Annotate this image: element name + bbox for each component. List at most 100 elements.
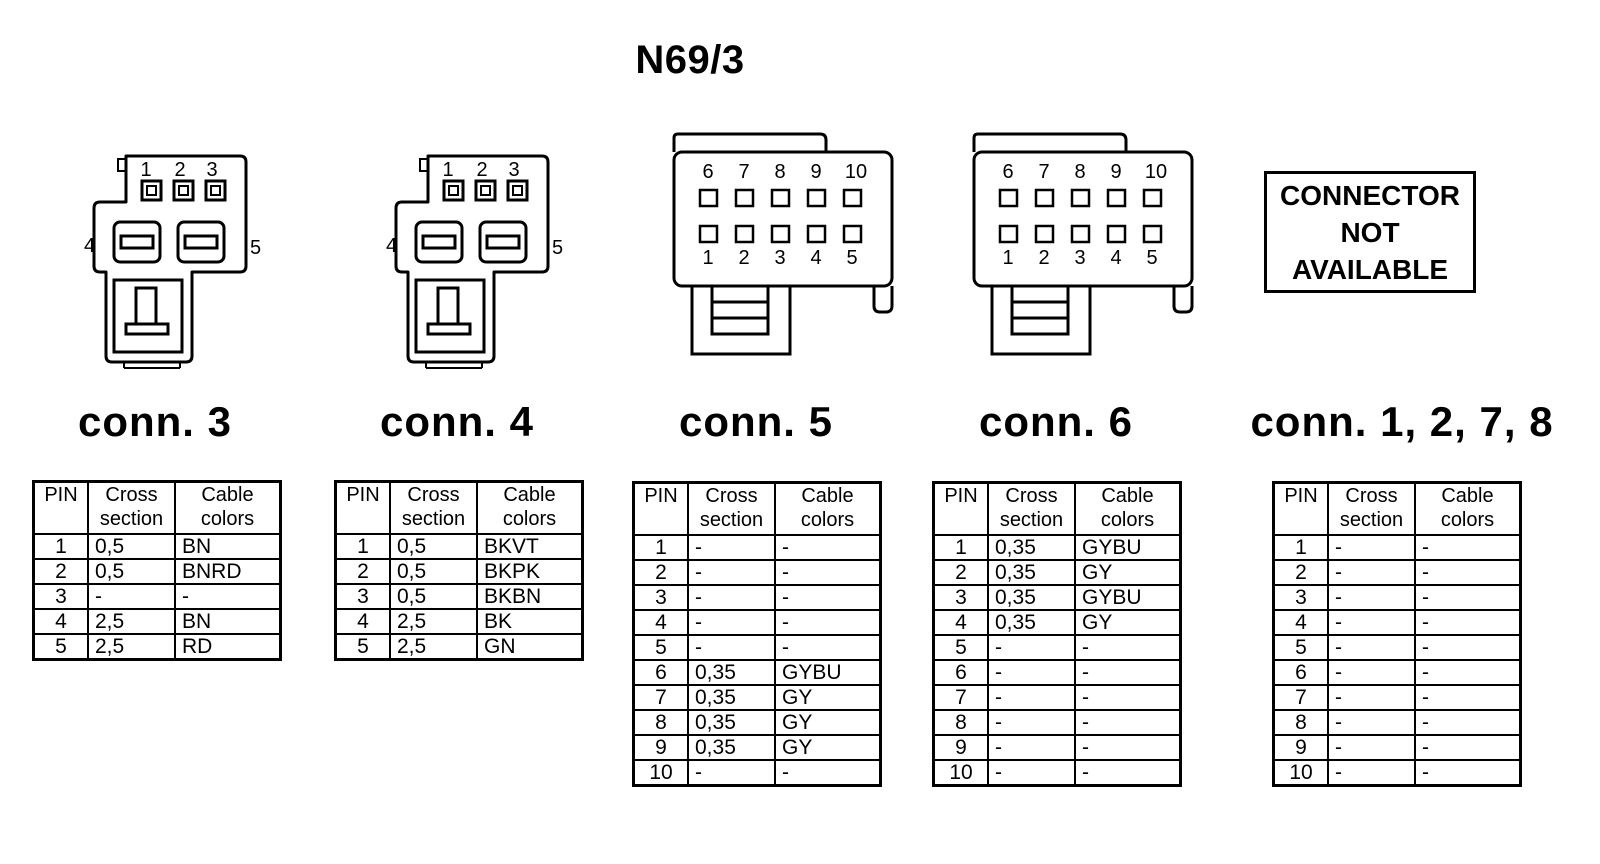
cable-color-cell: - [174,583,281,609]
pin-label: 5 [846,247,857,269]
cable-color-cell: GN [476,633,583,660]
cable-color-cell: - [1414,535,1521,560]
cable-color-cell: - [1074,634,1181,660]
pin-number-cell: 7 [933,684,988,710]
pin-label: 1 [1002,247,1013,269]
cross-section-cell: - [987,709,1075,735]
table-row: 4-- [633,609,881,635]
cable-color-cell: GYBU [1074,535,1181,560]
cable-color-cell: - [1414,759,1521,786]
column-header: Cross section [987,482,1075,536]
cross-section-cell: - [1327,734,1415,760]
pin-number-cell: 4 [335,608,390,634]
cable-color-cell: GY [774,709,881,735]
cross-section-cell: 2,5 [389,633,477,660]
table-row: 3-- [1273,584,1521,610]
cross-section-cell: - [1327,609,1415,635]
cable-color-cell: BKPK [476,558,583,584]
table-row: 5-- [1273,634,1521,660]
cable-color-cell: GY [774,684,881,710]
cross-section-cell: - [1327,634,1415,660]
column-header: Cross section [87,481,175,535]
cross-section-cell: - [87,583,175,609]
pin-label: 10 [845,161,867,183]
pin-square [474,179,497,202]
column-header: PIN [1273,482,1328,536]
cable-color-cell: - [774,584,881,610]
cross-section-cell: 2,5 [87,633,175,660]
pin-number-cell: 8 [633,709,688,735]
cable-color-cell: GY [774,734,881,760]
table-row: 10-- [1273,759,1521,786]
table-row: 1-- [1274,535,1521,560]
pin-label: 7 [738,161,749,183]
pin-number-cell: 2 [33,558,88,584]
cable-color-cell: - [1414,584,1521,610]
table-row: 8-- [1273,709,1521,735]
cross-section-cell: - [987,684,1075,710]
cross-section-cell: - [687,535,775,560]
pin-number-cell: 1 [55,535,67,558]
pin-number-cell: 5 [633,634,688,660]
connector-3-drawing: 1 2 3 4 5 [80,148,280,373]
pin-number-cell: 4 [633,609,688,635]
table-row: 9-- [1273,734,1521,760]
pin-number-cell: 1 [655,536,667,559]
cross-section-cell: - [687,584,775,610]
cable-color-cell: - [1074,734,1181,760]
column-header: Cable colors [476,481,583,535]
pin-number-cell: 6 [633,659,688,685]
cable-color-cell: BN [174,608,281,634]
cross-section-cell: - [1327,659,1415,685]
column-header: PIN [33,481,88,535]
pin-number-cell: 8 [933,709,988,735]
connector-3-title: conn. 3 [77,398,233,445]
cross-section-cell: - [687,634,775,660]
pin-label: 4 [84,235,95,257]
table-row: 5-- [633,634,881,660]
column-header: Cross section [1327,482,1415,536]
cross-section-cell: 0,5 [389,534,477,559]
pin-number-cell: 2 [335,558,390,584]
cable-color-cell: BNRD [174,558,281,584]
pin-number-cell: 1 [357,535,369,558]
cross-section-cell: - [987,659,1075,685]
column-header: PIN [933,482,988,536]
pin-label: 7 [1038,161,1049,183]
cross-section-cell: 0,5 [87,558,175,584]
pin-label: 1 [140,159,151,181]
pin-label: 5 [552,237,563,259]
table-row: 2-- [633,559,881,585]
pin-number-cell: 1 [955,536,967,559]
table-row: 1-- [634,535,881,560]
pin-number-cell: 1 [1295,536,1307,559]
cable-color-cell: - [1074,659,1181,685]
cable-color-cell: - [1414,734,1521,760]
table-row: 9-- [933,734,1181,760]
pin-number-cell: 7 [633,684,688,710]
cable-color-cell: GY [1074,559,1181,585]
cable-color-cell: - [774,535,881,560]
cable-color-cell: - [1074,709,1181,735]
pin-number-cell: 5 [335,633,390,660]
pin-number-cell: 8 [1273,709,1328,735]
cross-section-cell: - [987,759,1075,786]
connector-4-title: conn. 4 [379,398,535,445]
pin-number-cell: 10 [1273,759,1328,786]
table-row: 6-- [1273,659,1521,685]
pin-label: 10 [1145,161,1167,183]
table-row: 7-- [933,684,1181,710]
cross-section-cell: - [1327,709,1415,735]
